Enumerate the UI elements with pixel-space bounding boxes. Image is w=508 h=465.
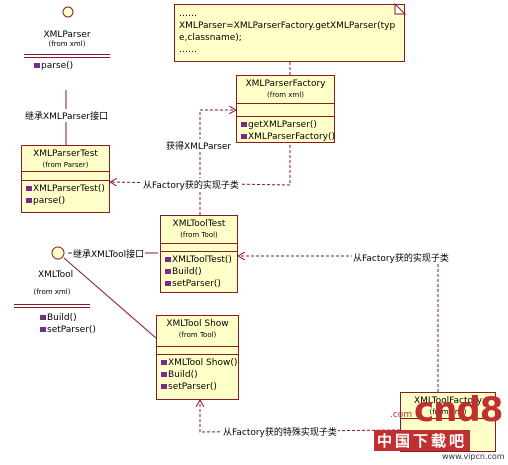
xmltool-interface-icon	[51, 246, 65, 260]
code-note: …… XMLParser=XMLParserFactory.getXMLPars…	[174, 4, 405, 62]
label-factory-instance-1: 从Factory获的实现子类	[142, 178, 240, 191]
xmlparserfactory-op-get: getXMLParser()	[241, 119, 334, 131]
xmltoolshow-op-build: Build()	[161, 369, 238, 381]
xmltoolfactory-name: XMLToolFactory	[413, 396, 483, 406]
note-line-1: ……	[179, 9, 197, 19]
xmltooltest-op-build: Build()	[165, 266, 237, 278]
method-icon	[161, 372, 167, 377]
xmlparserfactory-class[interactable]: XMLParserFactory (from xml) getXMLParser…	[236, 75, 335, 143]
xmltool-op-setparser: setParser()	[40, 324, 96, 336]
xmltooltest-op-ctor: XMLToolTest()	[165, 254, 237, 266]
xmlparser-interface[interactable]: XMLParser (from xml) parse()	[20, 30, 114, 72]
method-icon	[40, 315, 46, 320]
note-line-2: XMLParser=XMLParserFactory.getXMLParser(…	[179, 21, 396, 31]
xmltoolshow-op-setparser: setParser()	[161, 381, 238, 393]
xmltool-interface[interactable]: XMLTool (from xml) Build() setParser()	[10, 270, 96, 336]
label-get-parser: 获得XMLParser	[165, 139, 233, 152]
xmlparser-op-parse: parse()	[20, 60, 114, 72]
xmlparsertest-class[interactable]: XMLParserTest (from Parser) XMLParserTes…	[21, 145, 110, 213]
note-line-4: ……	[179, 45, 197, 55]
note-line-3: e,classname);	[179, 33, 242, 43]
method-icon	[241, 134, 247, 139]
xmltooltest-op-setparser: setParser()	[165, 278, 237, 290]
xmlparser-from: (from xml)	[48, 40, 86, 48]
watermark-dotcom: .com	[390, 410, 413, 420]
dep-tooltest-getparser	[199, 110, 236, 215]
xmltoolshow-from: (from Tool)	[178, 331, 217, 339]
xmlparserfactory-from: (from xml)	[267, 91, 304, 99]
method-icon	[26, 186, 32, 191]
watermark-url: www.vipcn.com	[442, 452, 505, 461]
xmlparser-name: XMLParser	[43, 30, 91, 40]
xmltool-from: (from xml)	[33, 288, 71, 296]
method-icon	[161, 384, 167, 389]
label-special-factory-instance: 从Factory获的特殊实现子类	[222, 425, 338, 438]
xmltool-op-build: Build()	[40, 312, 94, 324]
label-inherit-parser: 继承XMLParser接口	[24, 109, 110, 122]
xmltool-name: XMLTool	[38, 270, 74, 280]
label-inherit-tool: 继承XMLTool接口	[72, 247, 146, 260]
xmltooltest-name: XMLToolTest	[172, 219, 226, 229]
xmlparserfactory-op-ctor: XMLParserFactory()	[241, 131, 335, 143]
method-icon	[34, 63, 40, 68]
method-icon	[165, 281, 171, 286]
xmlparsertest-from: (from Parser)	[42, 161, 89, 169]
xmltoolfactory-from: (from xml)	[429, 408, 467, 416]
watermark-brand: cnd8	[414, 390, 503, 430]
method-icon	[26, 198, 32, 203]
xmltoolshow-class[interactable]: XMLTool Show (from Tool) XMLTool Show() …	[156, 315, 239, 400]
xmltooltest-class[interactable]: XMLToolTest (from Tool) XMLToolTest() Bu…	[160, 215, 238, 293]
method-icon	[161, 360, 167, 365]
method-icon	[241, 122, 247, 127]
watermark-tagline: 中国下载吧	[374, 430, 471, 451]
xmlparsertest-op-ctor: XMLParserTest()	[26, 183, 109, 195]
method-icon	[40, 327, 46, 332]
watermark-logo: .com cnd8 中国下载吧 www.vipcn.com	[372, 390, 506, 464]
xmltoolshow-op-ctor: XMLTool Show()	[161, 357, 238, 369]
xmlparsertest-op-parse: parse()	[26, 195, 109, 207]
dep-toolfactory-tooltest	[238, 256, 439, 392]
method-icon	[165, 257, 171, 262]
realize-xmltool-toolshow	[63, 257, 157, 339]
xmltoolshow-name: XMLTool Show	[166, 319, 229, 329]
label-factory-instance-2: 从Factory获的实现子类	[352, 251, 450, 264]
method-icon	[165, 269, 171, 274]
xmlparser-interface-icon	[62, 6, 74, 18]
xmlparsertest-name: XMLParserTest	[33, 149, 98, 159]
xmltooltest-from: (from Tool)	[180, 231, 218, 239]
xmlparserfactory-name: XMLParserFactory	[245, 79, 326, 89]
